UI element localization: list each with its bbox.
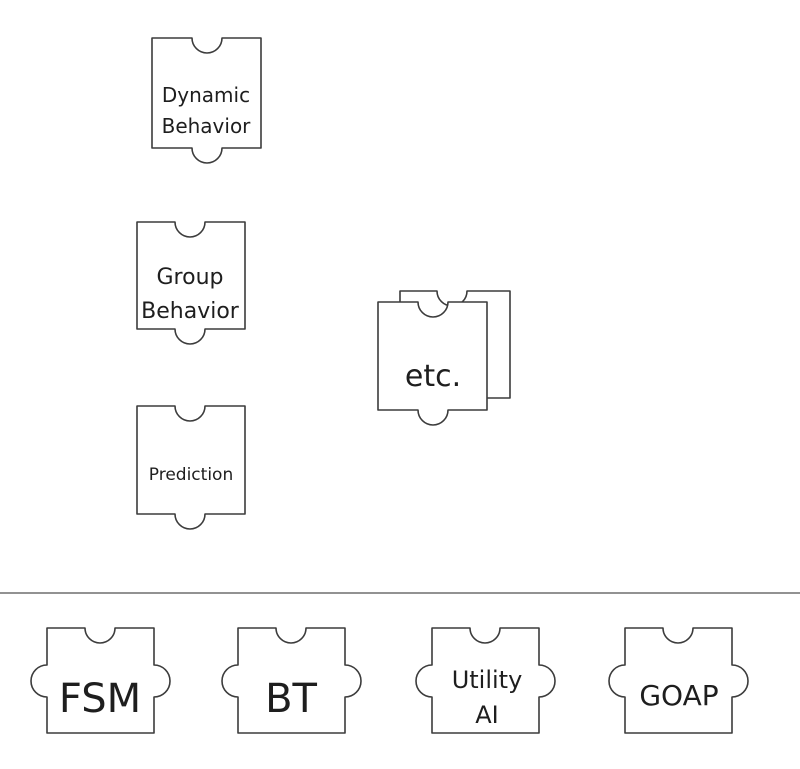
piece-group-behavior: Group Behavior — [136, 221, 246, 345]
piece-label: Dynamic — [162, 83, 250, 107]
piece-label: FSM — [59, 676, 141, 722]
piece-utility-ai: Utility AI — [415, 627, 556, 734]
piece-fsm: FSM — [30, 627, 171, 734]
piece-goap: GOAP — [608, 627, 749, 734]
piece-dynamic-behavior: Dynamic Behavior — [151, 37, 262, 164]
piece-label: etc. — [405, 359, 461, 394]
piece-label: BT — [265, 676, 317, 722]
piece-label: Group — [157, 265, 224, 290]
piece-etc-front — [377, 301, 488, 426]
piece-label: Behavior — [141, 299, 240, 324]
piece-etc: etc. — [377, 290, 511, 426]
piece-label: Behavior — [162, 114, 252, 138]
piece-label: Utility — [452, 666, 523, 694]
piece-label: Prediction — [149, 465, 233, 485]
piece-bt: BT — [221, 627, 362, 734]
piece-label: AI — [475, 701, 499, 729]
piece-prediction: Prediction — [136, 405, 246, 530]
piece-label: GOAP — [639, 679, 718, 712]
